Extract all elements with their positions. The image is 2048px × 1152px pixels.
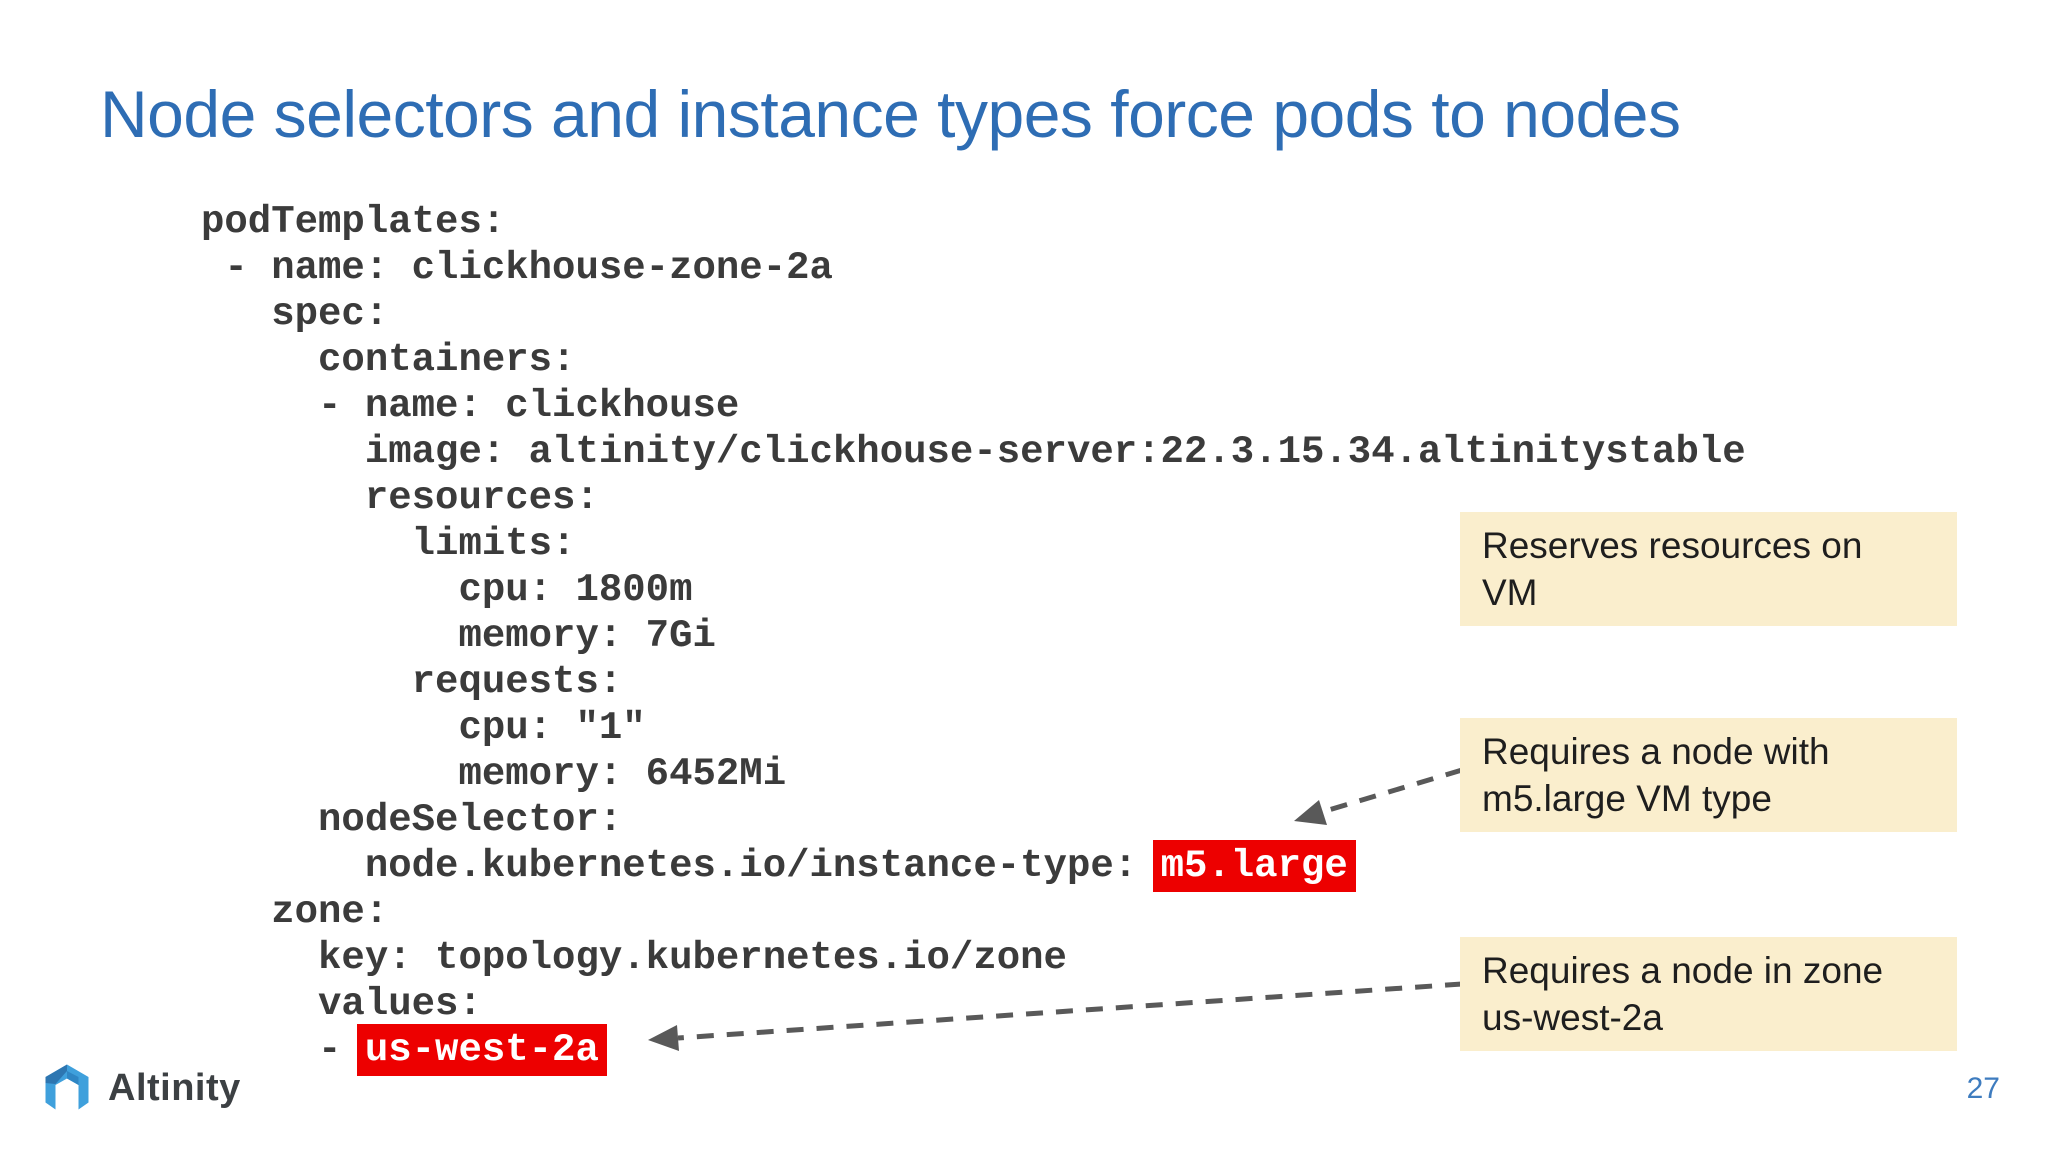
altinity-logo-text: Altinity bbox=[108, 1067, 241, 1109]
code-line: cpu: "1" bbox=[201, 705, 1746, 751]
code-line: - name: clickhouse bbox=[201, 383, 1746, 429]
code-text: cpu: 1800m bbox=[201, 568, 693, 612]
code-text: spec: bbox=[201, 292, 389, 336]
code-line: cpu: 1800m bbox=[201, 567, 1746, 613]
callout-zone: Requires a node in zone us-west-2a bbox=[1460, 937, 1957, 1051]
code-line: memory: 7Gi bbox=[201, 613, 1746, 659]
code-text: requests: bbox=[201, 660, 623, 704]
code-text: memory: 6452Mi bbox=[201, 752, 787, 796]
altinity-logo-icon bbox=[45, 1064, 89, 1110]
code-line: key: topology.kubernetes.io/zone bbox=[201, 935, 1746, 981]
code-text: node.kubernetes.io/instance-type: bbox=[201, 844, 1161, 888]
code-text: key: topology.kubernetes.io/zone bbox=[201, 936, 1067, 980]
code-line: resources: bbox=[201, 475, 1746, 521]
code-text: limits: bbox=[201, 522, 576, 566]
code-line: containers: bbox=[201, 337, 1746, 383]
code-line: values: bbox=[201, 981, 1746, 1027]
code-line: zone: bbox=[201, 889, 1746, 935]
code-text: memory: 7Gi bbox=[201, 614, 716, 658]
code-text: nodeSelector: bbox=[201, 798, 623, 842]
code-line: podTemplates: bbox=[201, 199, 1746, 245]
code-line: nodeSelector: bbox=[201, 797, 1746, 843]
callout-reserves-resources: Reserves resources on VM bbox=[1460, 512, 1957, 626]
code-text: - name: clickhouse-zone-2a bbox=[201, 246, 833, 290]
code-text: zone: bbox=[201, 890, 389, 934]
callout-node-type: Requires a node with m5.large VM type bbox=[1460, 718, 1957, 832]
code-line: - name: clickhouse-zone-2a bbox=[201, 245, 1746, 291]
page-number: 27 bbox=[1966, 1072, 2000, 1105]
code-line: image: altinity/clickhouse-server:22.3.1… bbox=[201, 429, 1746, 475]
code-line: limits: bbox=[201, 521, 1746, 567]
code-text: containers: bbox=[201, 338, 576, 382]
altinity-logo: Altinity bbox=[42, 1062, 241, 1114]
slide-title: Node selectors and instance types force … bbox=[100, 77, 1681, 151]
code-line: memory: 6452Mi bbox=[201, 751, 1746, 797]
code-line: - us-west-2a bbox=[201, 1024, 1746, 1076]
code-line: requests: bbox=[201, 659, 1746, 705]
instance-type-highlight: m5.large bbox=[1152, 840, 1356, 892]
code-text: image: altinity/clickhouse-server:22.3.1… bbox=[201, 430, 1746, 474]
code-text: podTemplates: bbox=[201, 200, 506, 244]
code-line: spec: bbox=[201, 291, 1746, 337]
code-line: node.kubernetes.io/instance-type: m5.lar… bbox=[201, 840, 1746, 892]
code-text: values: bbox=[201, 982, 482, 1026]
yaml-code: podTemplates: - name: clickhouse-zone-2a… bbox=[201, 199, 1746, 1076]
code-text: - name: clickhouse bbox=[201, 384, 740, 428]
zone-highlight: us-west-2a bbox=[356, 1024, 607, 1076]
code-text: - bbox=[201, 1028, 365, 1072]
code-text: resources: bbox=[201, 476, 599, 520]
code-text: cpu: "1" bbox=[201, 706, 646, 750]
